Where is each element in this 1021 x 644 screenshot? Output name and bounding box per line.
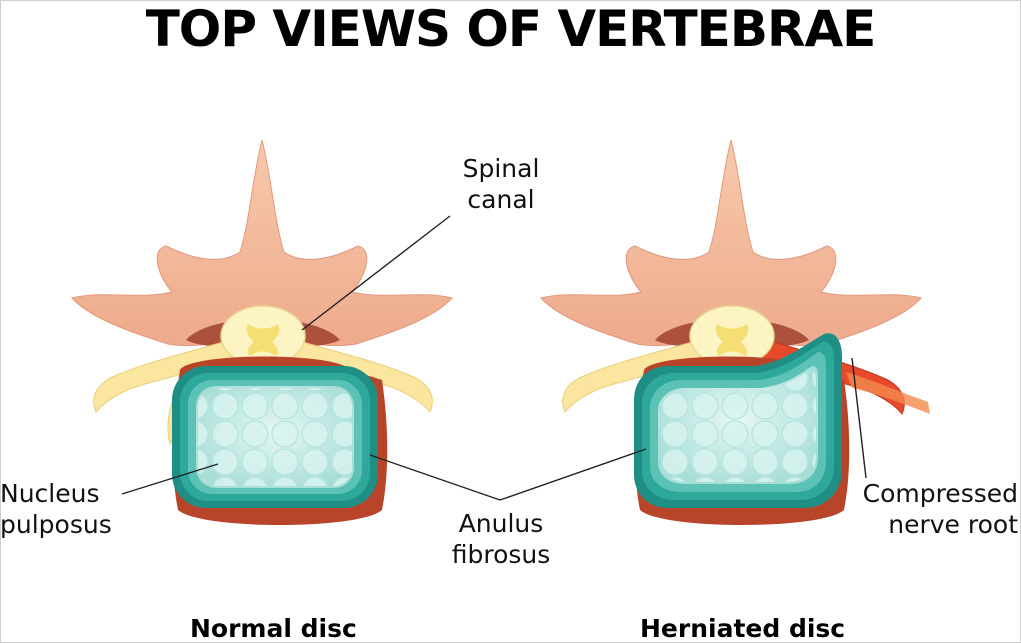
label-compressed-line-1: Compressed	[862, 479, 1018, 508]
label-anulus-line-1: Anulus	[458, 509, 544, 538]
label-anulus-fibrosus: Anulus fibrosus	[440, 508, 562, 570]
label-nucleus-pulposus: Nucleus pulposus	[0, 478, 112, 540]
caption-normal-disc: Normal disc	[190, 614, 357, 643]
page-title: TOP VIEWS OF VERTEBRAE	[145, 0, 877, 58]
label-spinal-canal-line-2: canal	[467, 185, 535, 214]
label-nucleus-line-2: pulposus	[0, 510, 112, 539]
label-nucleus-line-1: Nucleus	[0, 479, 100, 508]
normal-vertebra	[71, 139, 453, 525]
caption-herniated-disc: Herniated disc	[640, 614, 846, 643]
label-compressed-line-2: nerve root	[888, 510, 1018, 539]
leader-anulus-right	[499, 448, 647, 501]
leader-compressed-nerve	[851, 357, 867, 479]
herniated-vertebra	[540, 139, 930, 525]
label-spinal-canal-line-1: Spinal	[462, 154, 540, 183]
leader-anulus-left	[369, 454, 501, 501]
label-compressed-nerve-root: Compressed nerve root	[852, 478, 1018, 540]
leader-spinal-canal	[301, 215, 451, 331]
label-spinal-canal: Spinal canal	[458, 153, 544, 215]
label-anulus-line-2: fibrosus	[451, 540, 551, 569]
leader-nucleus-pulposus	[121, 463, 219, 495]
